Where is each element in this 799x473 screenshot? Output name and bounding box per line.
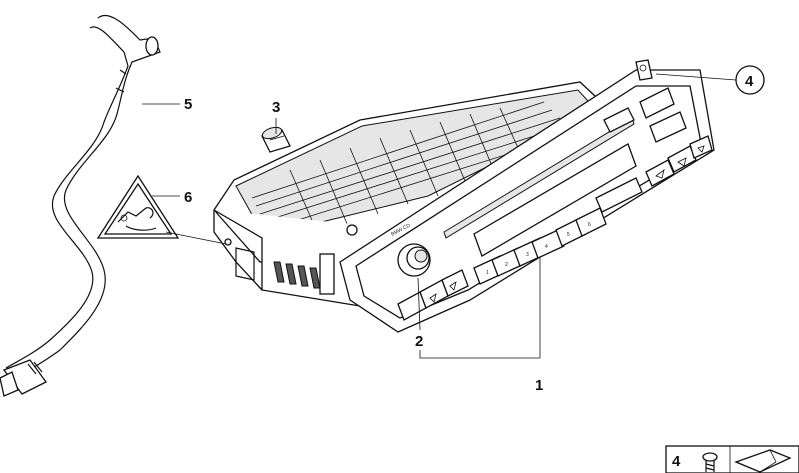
callout-3: 3 <box>272 99 280 116</box>
callout-4-circle <box>735 65 765 95</box>
preset-1-label: 1 <box>486 270 489 276</box>
footer-item-number: 4 <box>672 453 681 470</box>
preset-4-label: 4 <box>545 244 548 250</box>
leader-lines <box>142 73 737 359</box>
heatsink-grid <box>251 101 573 235</box>
preset-6-label: 6 <box>588 222 591 228</box>
electrostatic-warning-icon <box>96 174 180 239</box>
callout-4: 4 <box>745 73 754 90</box>
preset-3-label: 3 <box>526 252 529 258</box>
seek-buttons <box>645 135 713 187</box>
callout-2: 2 <box>415 333 423 350</box>
preset-buttons: 1 2 3 4 5 6 <box>473 207 607 285</box>
radio-cd-unit: 1 2 3 4 5 6 BMW CD <box>213 59 715 333</box>
footer-legend: 4 <box>665 445 799 473</box>
preset-2-label: 2 <box>505 262 508 268</box>
volume-knob <box>397 243 431 277</box>
screw-icon <box>702 452 718 472</box>
antenna-cable <box>0 15 161 397</box>
wedge-shape-icon <box>734 449 792 473</box>
callout-1: 1 <box>535 377 543 394</box>
callout-6: 6 <box>184 189 192 206</box>
adapter-sleeve <box>261 126 291 153</box>
callout-5: 5 <box>184 96 192 113</box>
preset-5-label: 5 <box>567 232 570 238</box>
